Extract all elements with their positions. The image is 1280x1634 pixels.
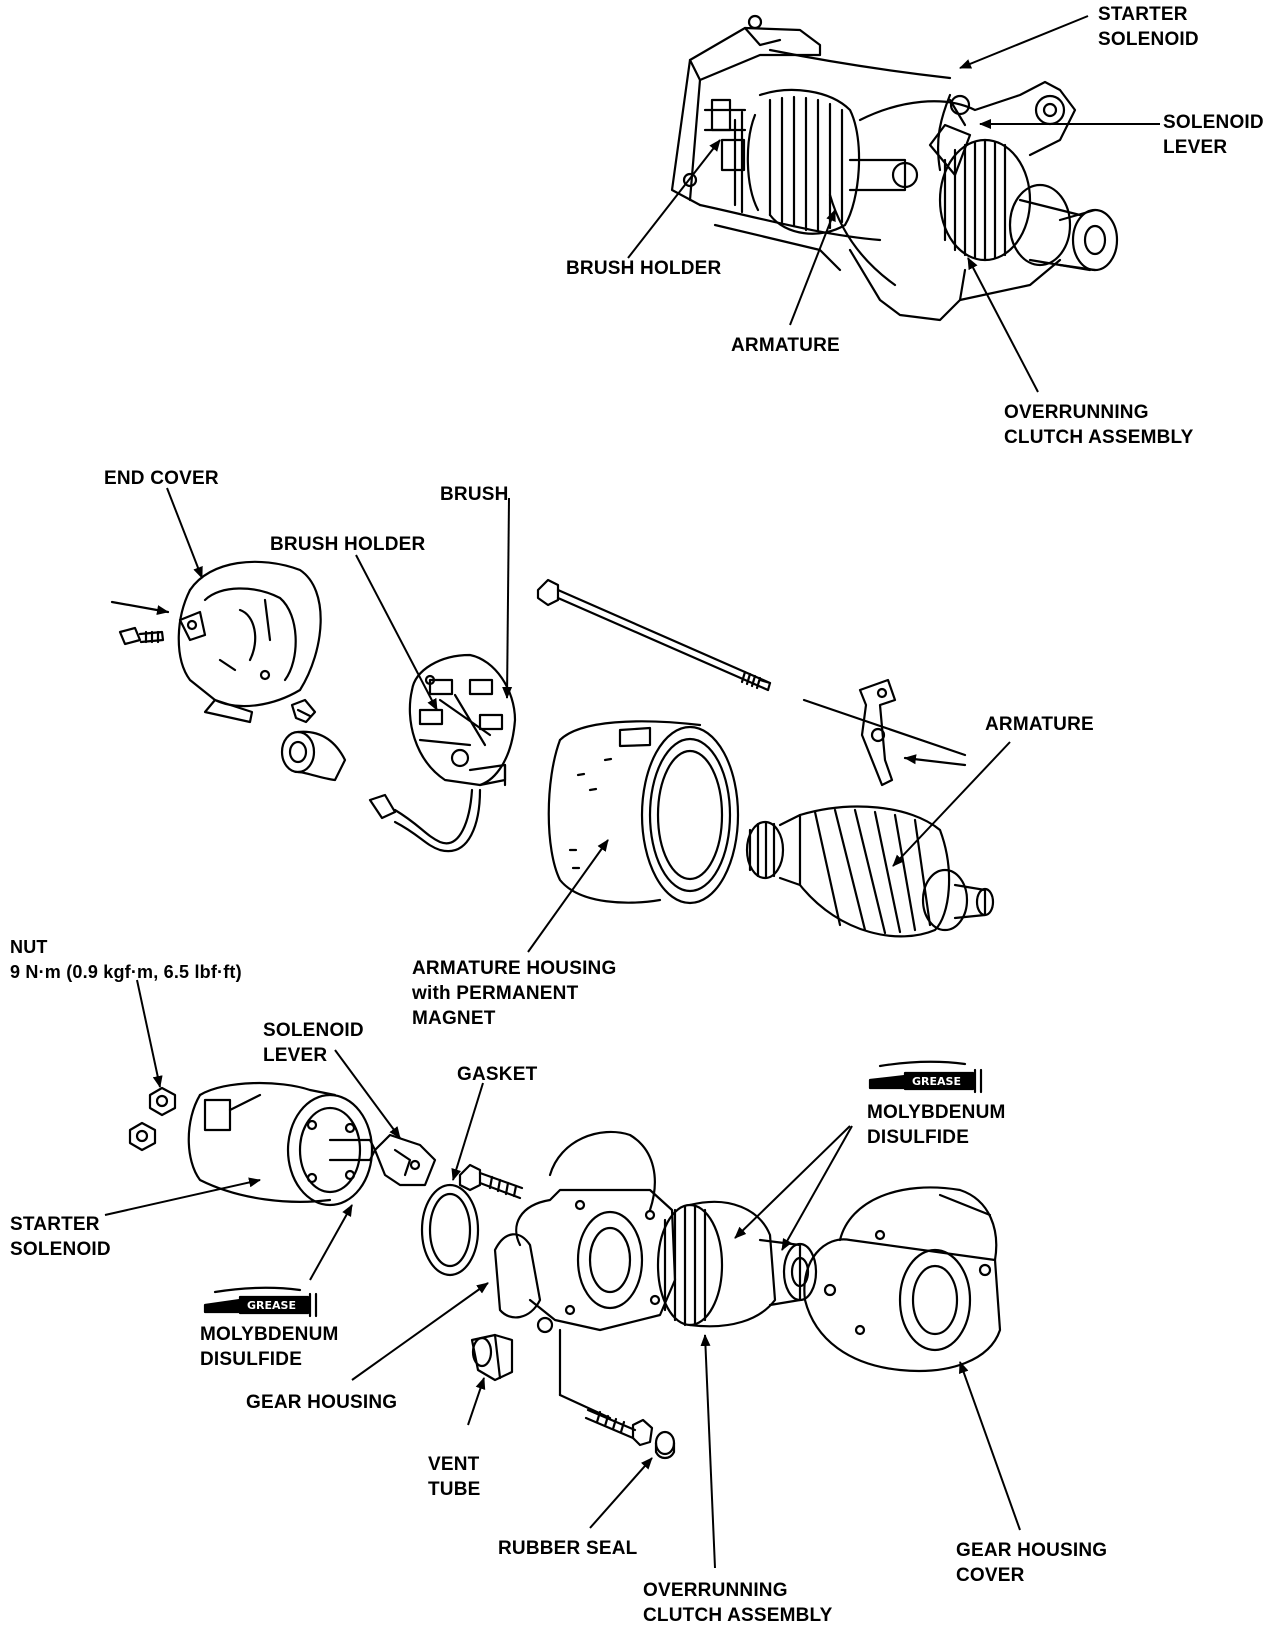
label-brush-holder: BRUSH HOLDER	[270, 534, 426, 555]
through-bolt-drawing	[536, 578, 772, 692]
small-clip-and-bushing	[280, 698, 482, 853]
leader-molybdenum-right-b	[781, 1125, 853, 1251]
assembled-starter	[670, 14, 1119, 322]
grease-tag-right: GREASE	[912, 1075, 961, 1088]
leader-top-starter-solenoid	[959, 15, 1089, 69]
label-brush: BRUSH	[440, 484, 509, 505]
nuts-drawing	[128, 1086, 177, 1152]
leader-gear-housing	[351, 1282, 489, 1381]
grease-brush-right	[868, 1060, 983, 1094]
leader-solenoid-lever	[334, 1049, 401, 1139]
housing-bolt-drawing	[458, 1163, 524, 1200]
label-top-brush-holder: BRUSH HOLDER	[566, 258, 722, 279]
grease-tag-left: GREASE	[247, 1299, 296, 1312]
leader-gasket	[451, 1082, 484, 1181]
leader-rubber-seal	[589, 1457, 653, 1529]
label-end-cover: END COVER	[104, 468, 219, 489]
label-gear-housing: GEAR HOUSING	[246, 1392, 398, 1413]
leader-end-cover	[166, 487, 203, 579]
label-rubber-seal: RUBBER SEAL	[498, 1538, 638, 1559]
gear-housing-drawing	[493, 1130, 677, 1334]
rubber-seal-drawing	[654, 1430, 676, 1460]
armature-housing-drawing	[547, 720, 740, 905]
leader-clutch	[700, 1334, 716, 1569]
bracket-drawing	[858, 678, 897, 787]
grease-brush-left	[203, 1286, 318, 1318]
leader-vent-tube	[467, 1377, 486, 1426]
label-gasket: GASKET	[457, 1064, 538, 1085]
label-armature: ARMATURE	[985, 714, 1094, 735]
armature-drawing	[745, 805, 995, 938]
leader-top-armature	[789, 209, 836, 326]
leader-top-brush-holder	[627, 139, 721, 259]
gear-housing-cover-drawing	[803, 1186, 1002, 1372]
leader-molybdenum-right-a	[734, 1125, 851, 1239]
leader-molybdenum-left	[309, 1204, 353, 1281]
gasket-drawing	[420, 1183, 480, 1277]
leader-brush	[502, 497, 513, 699]
leader-armature-housing	[527, 839, 609, 953]
vent-tube-drawing	[470, 1333, 514, 1382]
leader-nut	[136, 979, 163, 1088]
leader-gear-housing-cover	[958, 1361, 1021, 1531]
solenoid-lever-drawing	[373, 1133, 437, 1187]
label-top-armature: ARMATURE	[731, 335, 840, 356]
overrunning-clutch-drawing	[656, 1200, 818, 1328]
leader-brush-holder	[355, 554, 438, 711]
brush-holder-drawing	[408, 653, 517, 787]
leader-top-clutch	[967, 257, 1039, 393]
end-cover-drawing	[118, 560, 322, 724]
starter-solenoid-drawing	[187, 1081, 377, 1207]
leader-armature	[892, 741, 1011, 867]
lower-bolt-drawing	[584, 1408, 654, 1447]
leader-starter-solenoid	[104, 1177, 261, 1216]
